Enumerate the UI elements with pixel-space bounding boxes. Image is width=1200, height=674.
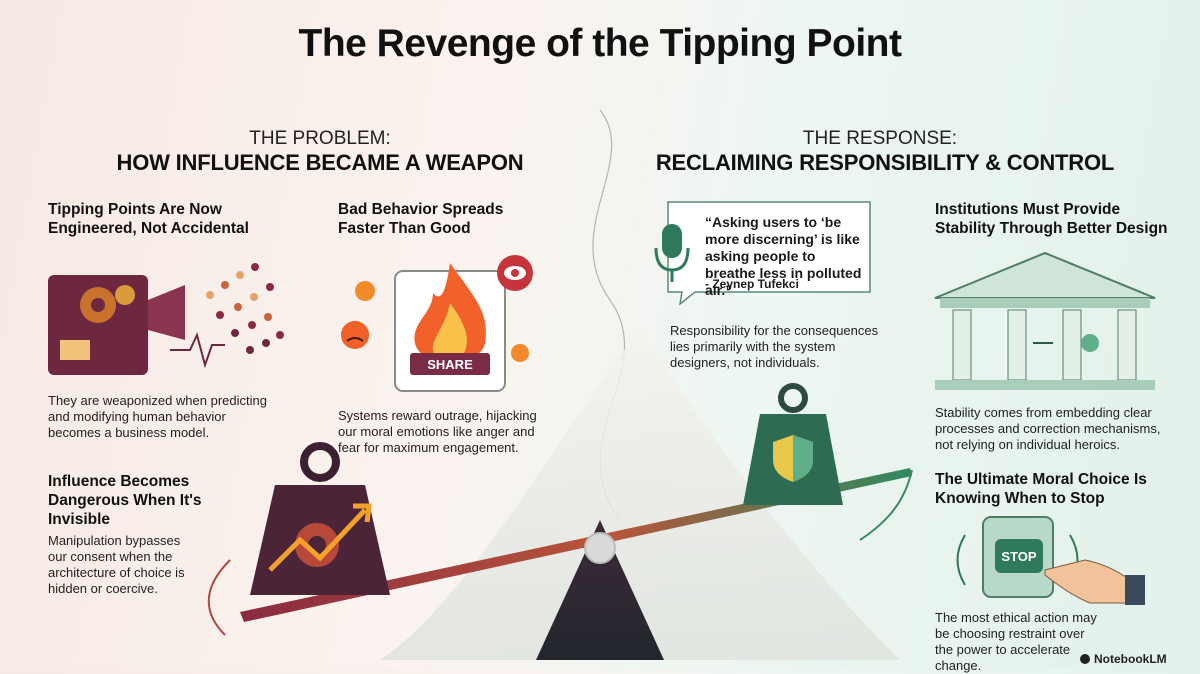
response-1-body: Stability comes from embedding clear pro…: [935, 405, 1161, 452]
response-2-heading: The Ultimate Moral Choice Is Knowing Whe…: [935, 471, 1147, 507]
stop-button: STOP: [1001, 549, 1037, 564]
heavy-weight-icon: [250, 442, 390, 595]
fire-phone-icon: [341, 255, 533, 392]
response-1-heading: Institutions Must Provide Stability Thro…: [935, 201, 1168, 237]
brand-logo-icon: [1080, 654, 1090, 664]
eye-icon: [497, 255, 533, 291]
arrow-left-curve: [207, 559, 231, 636]
quote-text: “Asking users to ‘be more discerning’ is…: [705, 214, 862, 298]
response-2-body: The most ethical action may be choosing …: [935, 610, 1097, 673]
quote-body: Responsibility for the consequences lies…: [670, 323, 879, 370]
hand-icon: [1044, 559, 1145, 605]
problem-3-body: Manipulation bypasses our consent when t…: [48, 533, 185, 596]
problem-title: HOW INFLUENCE BECAME A WEAPON: [116, 150, 524, 175]
mountain-icon: [380, 330, 900, 660]
problem-1-body: They are weaponized when predicting and …: [48, 393, 267, 440]
response-label: THE RESPONSE:: [802, 128, 958, 149]
share-button-shape: [410, 353, 490, 375]
quote-bubble: [667, 201, 871, 305]
microphone-icon: [654, 224, 690, 282]
seesaw-plank: [240, 468, 912, 622]
seesaw-icon: [536, 520, 664, 660]
share-button: SHARE: [427, 357, 473, 372]
problem-3-heading: Influence Becomes Dangerous When It's In…: [48, 473, 202, 528]
problem-2-body: Systems reward outrage, hijacking our mo…: [338, 408, 537, 455]
problem-2-heading: Bad Behavior Spreads Faster Than Good: [338, 201, 504, 237]
arrow-right-curve: [859, 469, 913, 541]
quote-author: - Zeynep Tufekci: [705, 277, 799, 291]
stop-button-icon: [956, 516, 1145, 605]
problem-label: THE PROBLEM:: [249, 128, 391, 149]
light-weight-icon: [743, 383, 843, 505]
problem-1-heading: Tipping Points Are Now Engineered, Not A…: [48, 201, 249, 237]
machine-gears-icon: [48, 263, 284, 375]
crowd-icon: [206, 263, 284, 354]
response-title: RECLAIMING RESPONSIBILITY & CONTROL: [655, 150, 1115, 175]
angry-face-icon: [341, 321, 369, 349]
page-title: The Revenge of the Tipping Point: [298, 22, 902, 65]
institution-building-icon: [934, 251, 1156, 390]
brand-label: NotebookLM: [1080, 652, 1167, 666]
